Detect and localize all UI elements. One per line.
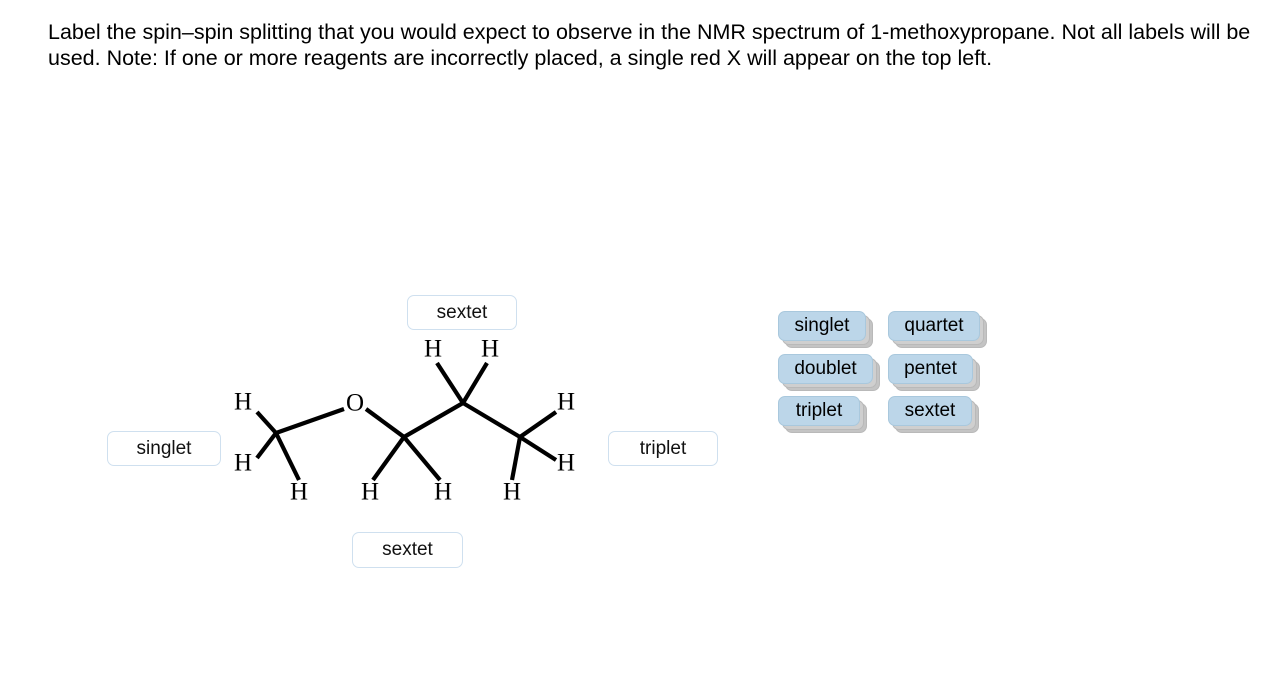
chip-triplet[interactable]: triplet (778, 396, 867, 433)
atom-label-h-c1-down-left: H (361, 479, 379, 506)
drop-target-terminal-methyl[interactable]: triplet (608, 431, 718, 466)
atom-label-h-methyl-down: H (290, 479, 308, 506)
chip-singlet[interactable]: singlet (778, 311, 873, 348)
drop-target-middle-ch2[interactable]: sextet (407, 295, 517, 330)
atom-label-h-c2-up-left: H (424, 336, 442, 363)
chip-face[interactable]: pentet (888, 354, 973, 384)
atom-label-h-c3-down: H (503, 479, 521, 506)
bond-c3-h-ur (518, 410, 558, 439)
question-prompt: Label the spin–spin splitting that you w… (48, 20, 1251, 70)
drop-target-value: triplet (639, 437, 687, 459)
bond-c2-c3 (461, 401, 522, 439)
chip-sextet[interactable]: sextet (888, 396, 979, 433)
chip-face[interactable]: singlet (778, 311, 866, 341)
bond-c3-h-down (509, 436, 523, 481)
bond-c1-h-dr (402, 435, 442, 482)
bond-h-methyl-ul (255, 410, 278, 435)
atom-label-h-c3-lower-right: H (557, 450, 575, 477)
drop-target-value: singlet (136, 437, 192, 459)
atom-label-h-c2-up-right: H (481, 336, 499, 363)
chip-label: sextet (904, 400, 956, 421)
chip-label: triplet (795, 400, 843, 421)
drop-target-value: sextet (382, 539, 433, 560)
atom-label-h-methyl-lower-left: H (234, 450, 252, 477)
chip-doublet[interactable]: doublet (778, 354, 880, 391)
chip-face[interactable]: doublet (778, 354, 873, 384)
atom-label-h-c3-upper-right: H (557, 389, 575, 416)
bond-c1-h-dl (371, 435, 406, 482)
drop-target-value: sextet (436, 301, 488, 323)
chip-label: quartet (904, 315, 964, 336)
bond-h-methyl-down (274, 432, 301, 481)
drop-target-methoxy-methyl[interactable]: singlet (107, 431, 221, 466)
chip-label: pentet (904, 358, 957, 379)
bond-o-c1 (364, 407, 406, 439)
chip-face[interactable]: quartet (888, 311, 980, 341)
bond-c2-h-ul (435, 361, 465, 405)
chip-pentet[interactable]: pentet (888, 354, 980, 391)
chip-quartet[interactable]: quartet (888, 311, 987, 348)
atom-label-h-methyl-upper-left: H (234, 389, 252, 416)
chip-label: singlet (794, 315, 850, 336)
atom-label-h-c1-down-right: H (434, 479, 452, 506)
bond-h-methyl-ll (255, 431, 278, 460)
chip-face[interactable]: triplet (778, 396, 860, 426)
atom-label-layer: O H H H H H H H H H H (234, 336, 575, 506)
chip-label: doublet (794, 358, 857, 379)
chip-face[interactable]: sextet (888, 396, 972, 426)
bond-layer (255, 361, 558, 482)
atom-label-oxygen: O (346, 390, 364, 417)
bond-cmethyl-o (275, 407, 345, 435)
bond-c3-h-lr (518, 435, 558, 462)
drop-target-oxygen-ch2[interactable]: sextet (352, 532, 463, 568)
bond-c1-c2 (402, 401, 465, 439)
bond-c2-h-ur (461, 361, 489, 405)
